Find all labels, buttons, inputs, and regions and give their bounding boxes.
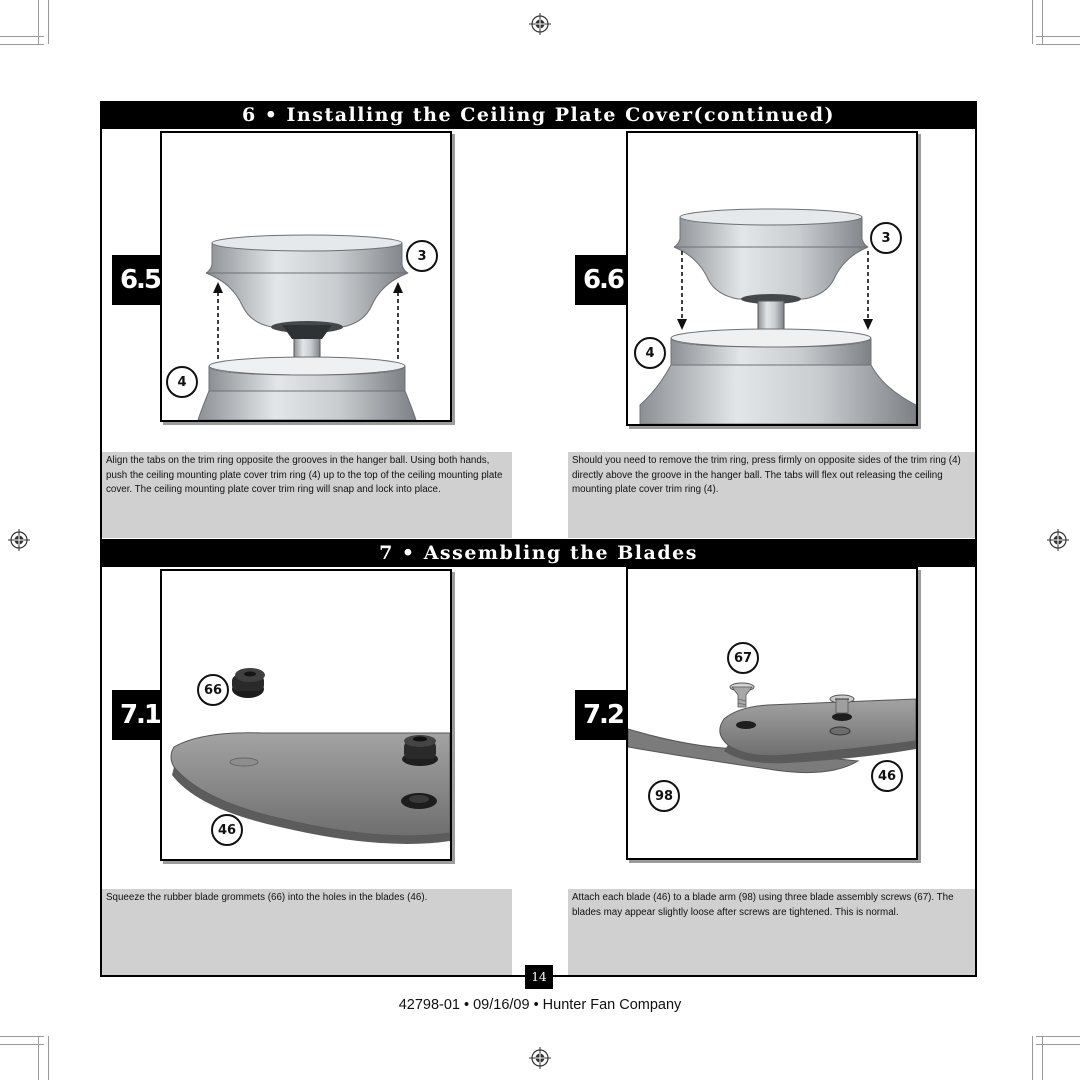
callout-part-67: 67 [727, 642, 759, 674]
callout-part-46: 46 [871, 760, 903, 792]
illustration-7-1 [160, 569, 452, 861]
callout-part-98: 98 [648, 780, 680, 812]
instruction-text-7-2: Attach each blade (46) to a blade arm (9… [568, 889, 975, 975]
blade-arm-illustration [628, 682, 916, 774]
illustration-6-5 [160, 131, 452, 422]
callout-part-4: 4 [166, 366, 198, 398]
ceiling-cover-illustration [197, 234, 417, 420]
step-badge-7-2: 7.2 [575, 690, 631, 740]
section-6-title: 6 • Installing the Ceiling Plate Cover(c… [102, 101, 975, 129]
illustration-7-2 [626, 567, 918, 860]
footer-text: 42798-01 • 09/16/09 • Hunter Fan Company [398, 997, 682, 1013]
page-number: 14 [525, 965, 553, 989]
section-7-title: 7 • Assembling the Blades [102, 539, 975, 567]
illustration-6-6 [626, 131, 918, 426]
instruction-text-7-1: Squeeze the rubber blade grommets (66) i… [102, 889, 512, 975]
callout-part-3: 3 [870, 222, 902, 254]
callout-part-3: 3 [406, 240, 438, 272]
blade-grommet-illustration [170, 668, 450, 844]
step-badge-6-6: 6.6 [575, 255, 631, 305]
ceiling-cover-removal-illustration [639, 208, 916, 424]
instruction-text-6-5: Align the tabs on the trim ring opposite… [102, 452, 512, 538]
registration-mark-right [1047, 529, 1069, 551]
callout-part-66: 66 [197, 674, 229, 706]
callout-part-46: 46 [211, 814, 243, 846]
instruction-text-6-6: Should you need to remove the trim ring,… [568, 452, 975, 538]
registration-mark-top [529, 13, 551, 35]
registration-mark-bottom [529, 1047, 551, 1069]
callout-part-4: 4 [634, 337, 666, 369]
step-badge-6-5: 6.5 [112, 255, 168, 305]
registration-mark-left [8, 529, 30, 551]
step-badge-7-1: 7.1 [112, 690, 168, 740]
